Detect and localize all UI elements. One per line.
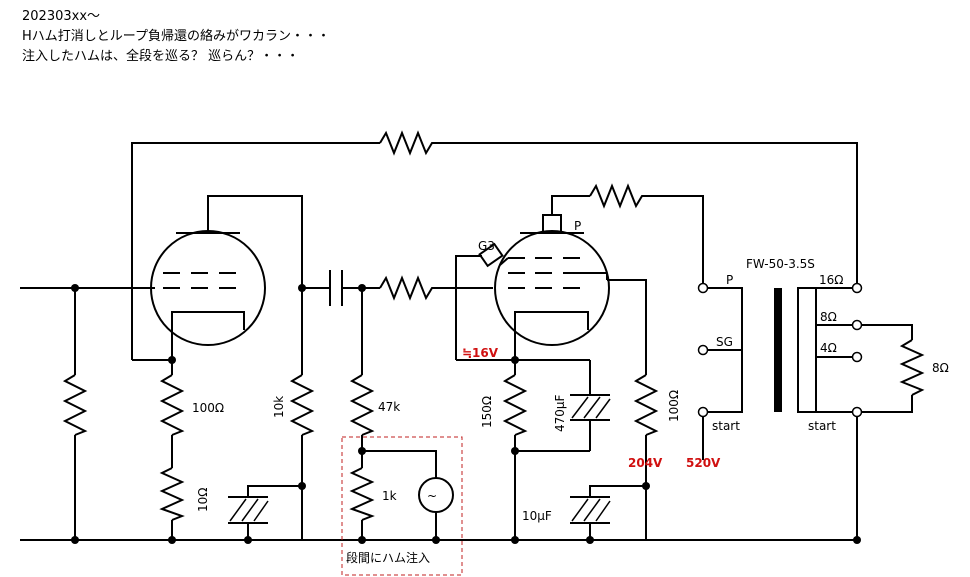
resistor-input-grid — [62, 374, 88, 436]
resistor-nfb — [379, 130, 436, 156]
label-inject-caption: 段間にハム注入 — [346, 550, 430, 565]
label-tx-4: 4Ω — [820, 341, 837, 355]
label-tx-8: 8Ω — [820, 310, 837, 324]
label-v-cathode: ≒16V — [462, 346, 499, 360]
tube-pentode — [478, 214, 610, 346]
label-r-plate1: 10k — [272, 396, 286, 418]
injection-box — [341, 436, 463, 576]
transformer-terminals — [697, 282, 863, 418]
label-r-cathode2: 10Ω — [196, 488, 210, 512]
label-r-screen: 100Ω — [667, 390, 681, 422]
label-tx-start-secondary: start — [808, 419, 836, 433]
resistor-100ohm-screen — [633, 374, 659, 436]
capacitor-cathode-bypass — [228, 496, 269, 524]
generator-symbol: ~ — [427, 489, 437, 503]
label-load: 8Ω — [932, 361, 949, 375]
resistor-100ohm — [159, 374, 185, 436]
resistor-grid-series — [379, 275, 436, 301]
label-r-inject: 1k — [382, 489, 397, 503]
resistor-150ohm — [502, 374, 528, 436]
resistors — [62, 130, 925, 521]
capacitor-470uf — [570, 394, 611, 421]
resistor-plate-feedback — [589, 183, 646, 209]
label-r-cathode-out: 150Ω — [480, 396, 494, 428]
resistor-10ohm — [159, 467, 185, 521]
header-line-1: 202303xx〜 — [22, 9, 100, 24]
label-tx-p: P — [726, 273, 733, 287]
header-line-2: Hハム打消しとループ負帰還の絡みがワカラン・・・ — [22, 28, 330, 44]
label-c-cathode-out: 470μF — [553, 394, 567, 432]
label-tx-start-primary: start — [712, 419, 740, 433]
label-tx-16: 16Ω — [819, 273, 843, 287]
hum-generator: ~ — [418, 477, 454, 513]
label-transformer-model: FW-50-3.5S — [746, 257, 815, 271]
label-tx-sg: SG — [716, 335, 733, 349]
label-r-cathode1: 100Ω — [192, 401, 224, 415]
transformer-core — [774, 288, 782, 412]
label-tube-p: P — [574, 219, 581, 233]
resistor-10k — [289, 374, 315, 436]
resistor-load — [899, 339, 925, 396]
label-r-grid2: 47k — [378, 400, 400, 414]
resistor-47k — [349, 374, 375, 436]
junctions — [71, 284, 861, 544]
tube-triode — [150, 230, 266, 346]
resistor-1k — [349, 467, 375, 521]
capacitors — [228, 270, 611, 524]
label-v-plate: 520V — [686, 456, 721, 470]
capacitor-10uf — [570, 496, 611, 524]
label-c-screen: 10μF — [522, 509, 552, 523]
label-g3: G3 — [478, 239, 495, 253]
wires — [20, 142, 913, 541]
label-v-screen: 204V — [628, 456, 663, 470]
header-line-3: 注入したハムは、全段を巡る？ 巡らん？・・・ — [22, 48, 299, 64]
